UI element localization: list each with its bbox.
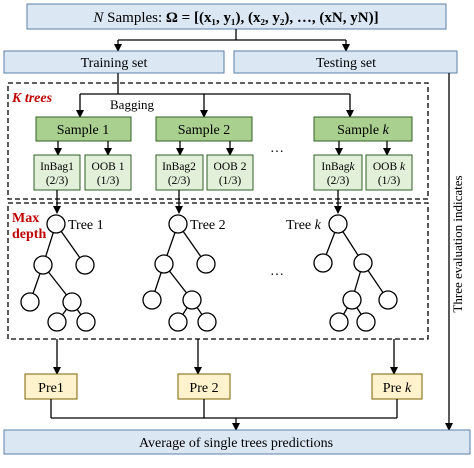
pred-1-box	[24, 373, 78, 400]
oob-k-label: OOB k	[373, 161, 406, 173]
tree-k	[313, 214, 398, 332]
pred-1-label: Pre1	[38, 381, 64, 396]
samples-text: N Samples: Ω = [(x₁, y₁), (x₂, y₂), …, (…	[92, 10, 378, 26]
inbag-1-fraction: (2/3)	[46, 175, 69, 187]
inbag-1-label: InBag1	[40, 161, 74, 173]
sample-1-label: Sample 1	[57, 123, 110, 138]
inbag-2-box	[155, 154, 204, 191]
average-box	[3, 429, 471, 455]
tree-2	[142, 214, 217, 332]
inbag-1-box	[33, 154, 81, 191]
oob-k-fraction: (1/3)	[378, 175, 401, 187]
sample-1-box	[35, 116, 132, 142]
oob-2-label: OOB 2	[214, 161, 247, 173]
sample-k-label: Sample k	[337, 123, 390, 138]
oob-2-box	[206, 154, 254, 191]
max-depth-region	[7, 202, 429, 340]
tree-1-label: Tree 1	[68, 218, 104, 233]
tree-2-label: Tree 2	[190, 218, 226, 233]
tree-k-label: Tree k	[286, 218, 322, 233]
training-set-box	[3, 50, 225, 74]
sample-k-box	[313, 116, 413, 142]
pred-k-box	[371, 373, 423, 400]
trees-ellipsis: …	[270, 264, 284, 279]
max-depth-label-line1: Max	[12, 211, 39, 226]
k-trees-region	[7, 82, 429, 200]
oob-k-box	[365, 154, 413, 191]
inbag-k-label: InBagk	[321, 161, 355, 173]
inbag-k-fraction: (2/3)	[327, 175, 350, 187]
inbag-2-label: InBag2	[162, 161, 196, 173]
tree-1	[20, 214, 96, 332]
inbag-k-box	[313, 154, 363, 191]
oob-1-label: OOB 1	[92, 161, 125, 173]
k-trees-label: K trees	[11, 91, 53, 106]
sample-2-label: Sample 2	[178, 123, 231, 138]
oob-2-fraction: (1/3)	[219, 175, 242, 187]
samples-box	[26, 3, 447, 30]
pred-k-label: Pre k	[383, 381, 412, 396]
pred-2-label: Pre 2	[189, 381, 218, 396]
testing-set-box	[233, 50, 458, 74]
oob-1-fraction: (1/3)	[97, 175, 120, 187]
bagging-label: Bagging	[110, 97, 155, 112]
inbag-2-fraction: (2/3)	[168, 175, 191, 187]
samples-ellipsis: …	[270, 141, 284, 156]
average-label: Average of single trees predictions	[139, 436, 333, 451]
max-depth-label-line2: depth	[12, 227, 46, 242]
testing-set-label: Testing set	[316, 56, 376, 71]
training-set-label: Training set	[81, 56, 148, 71]
oob-1-box	[84, 154, 132, 191]
sample-2-box	[155, 116, 253, 142]
evaluation-label: Three evaluation indicates	[450, 175, 465, 312]
